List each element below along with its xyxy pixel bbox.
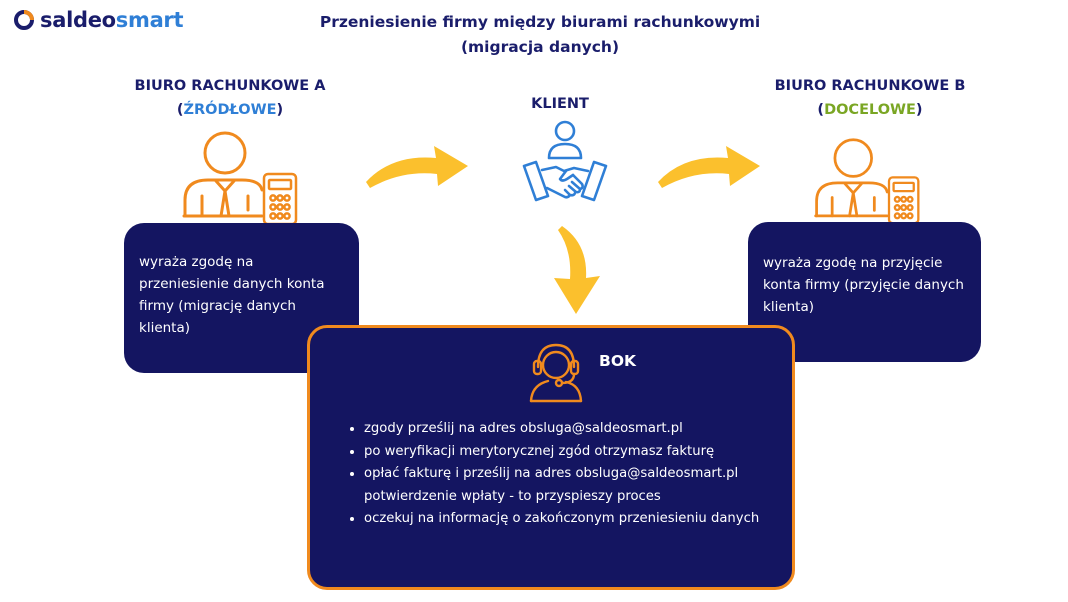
office-b-name: BIURO RACHUNKOWE B [774,78,966,94]
bok-title: BOK [599,352,637,370]
logo-mark-icon [14,10,34,30]
office-b-header: BIURO RACHUNKOWE B (DOCELOWE) [735,74,1005,122]
title-line-2: (migracja danych) [460,38,620,56]
office-a-role: (ŹRÓDŁOWE) [100,98,360,122]
person-icon [814,138,889,218]
office-b-paren-open: ( [817,102,825,118]
list-item: po weryfikacji merytorycznej zgód otrzym… [364,441,794,464]
logo-text-smart: smart [115,8,184,32]
accountant-b-icon [814,138,920,225]
bok-steps-list: zgody prześlij na adres obsluga@saldeosm… [348,418,794,531]
calculator-icon [262,172,298,226]
logo-text: saldeosmart [40,8,184,32]
logo-text-saldeo: saldeo [40,8,116,32]
diagram-title: Przeniesienie firmy między biurami rachu… [260,10,820,60]
accountant-a-icon [182,131,298,226]
client-label: KLIENT [531,96,589,112]
office-a-paren-open: ( [176,102,184,118]
office-b-status: DOCELOWE [824,102,916,118]
title-line-1: Przeniesienie firmy między biurami rachu… [319,13,761,31]
list-item: zgody prześlij na adres obsluga@saldeosm… [364,418,794,441]
office-a-description: wyraża zgodę na przeniesienie danych kon… [139,254,325,336]
office-b-paren-close: ) [915,102,923,118]
office-a-name: BIURO RACHUNKOWE A [134,78,326,94]
office-a-header: BIURO RACHUNKOWE A (ŹRÓDŁOWE) [100,74,360,122]
office-b-role: (DOCELOWE) [735,98,1005,122]
arrow-icon [658,146,760,188]
headset-icon [529,343,583,403]
arrow-icon [366,146,468,188]
logo: saldeosmart [14,8,184,32]
office-b-description: wyraża zgodę na przyjęcie konta firmy (p… [763,255,964,315]
handshake-icon [522,120,608,202]
bok-card: BOK zgody prześlij na adres obsluga@sald… [307,325,795,590]
office-a-paren-close: ) [276,102,284,118]
calculator-icon [887,176,920,225]
arrow-icon [554,226,600,314]
office-a-status: ŹRÓDŁOWE [183,102,277,118]
list-item: oczekuj na informację o zakończonym prze… [364,508,794,531]
list-item: opłać fakturę i prześlij na adres obslug… [364,463,794,508]
person-icon [182,131,264,218]
